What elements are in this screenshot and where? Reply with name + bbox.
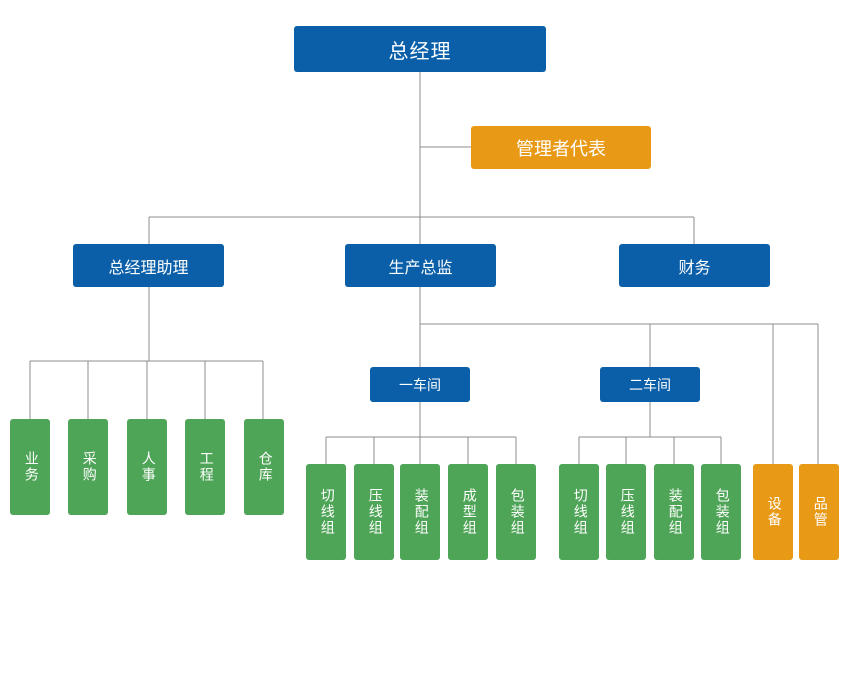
node-ws2-assembly-group-label: 装配组 xyxy=(666,488,683,536)
node-workshop-2-label: 二车间 xyxy=(629,377,671,394)
node-ws2-cutting-group-label: 切线组 xyxy=(571,488,588,536)
node-ws1-assembly-group: 装配组 xyxy=(400,464,440,560)
node-production-director-label: 生产总监 xyxy=(388,257,453,277)
node-ws1-assembly-group-label: 装配组 xyxy=(412,488,429,536)
node-management-representative-label: 管理者代表 xyxy=(516,138,606,160)
node-ws2-packing-group: 包装组 xyxy=(701,464,741,560)
node-ws1-cutting-group: 切线组 xyxy=(306,464,346,560)
node-general-manager-label: 总经理 xyxy=(388,38,452,63)
node-ws1-forming-group-label: 成型组 xyxy=(460,488,477,536)
node-finance: 财务 xyxy=(619,244,770,287)
node-general-manager: 总经理 xyxy=(294,26,546,72)
node-finance-label: 财务 xyxy=(678,257,711,277)
node-ws1-packing-group-label: 包装组 xyxy=(508,488,525,536)
node-workshop-1-label: 一车间 xyxy=(399,377,441,394)
node-ws2-cutting-group: 切线组 xyxy=(559,464,599,560)
node-ws1-forming-group: 成型组 xyxy=(448,464,488,560)
node-ws1-pressing-group-label: 压线组 xyxy=(366,488,383,536)
node-engineering-label: 工程 xyxy=(197,451,214,483)
node-gm-assistant-label: 总经理助理 xyxy=(108,257,189,277)
node-equipment-label: 设备 xyxy=(765,496,782,528)
node-purchasing-label: 采购 xyxy=(80,451,97,483)
node-management-representative: 管理者代表 xyxy=(471,126,651,169)
node-ws1-pressing-group: 压线组 xyxy=(354,464,394,560)
node-ws2-packing-group-label: 包装组 xyxy=(713,488,730,536)
node-equipment: 设备 xyxy=(753,464,793,560)
node-hr-label: 人事 xyxy=(139,451,156,483)
node-warehouse: 仓库 xyxy=(244,419,284,515)
node-purchasing: 采购 xyxy=(68,419,108,515)
node-quality-control: 品管 xyxy=(799,464,839,560)
node-ws1-cutting-group-label: 切线组 xyxy=(318,488,335,536)
node-ws1-packing-group: 包装组 xyxy=(496,464,536,560)
node-ws2-pressing-group-label: 压线组 xyxy=(618,488,635,536)
node-engineering: 工程 xyxy=(185,419,225,515)
node-ws2-assembly-group: 装配组 xyxy=(654,464,694,560)
node-workshop-1: 一车间 xyxy=(370,367,470,402)
node-production-director: 生产总监 xyxy=(345,244,496,287)
node-workshop-2: 二车间 xyxy=(600,367,700,402)
node-gm-assistant: 总经理助理 xyxy=(73,244,224,287)
node-business-label: 业务 xyxy=(22,451,39,483)
node-warehouse-label: 仓库 xyxy=(256,451,273,483)
node-business: 业务 xyxy=(10,419,50,515)
node-quality-control-label: 品管 xyxy=(811,496,828,528)
node-hr: 人事 xyxy=(127,419,167,515)
node-ws2-pressing-group: 压线组 xyxy=(606,464,646,560)
